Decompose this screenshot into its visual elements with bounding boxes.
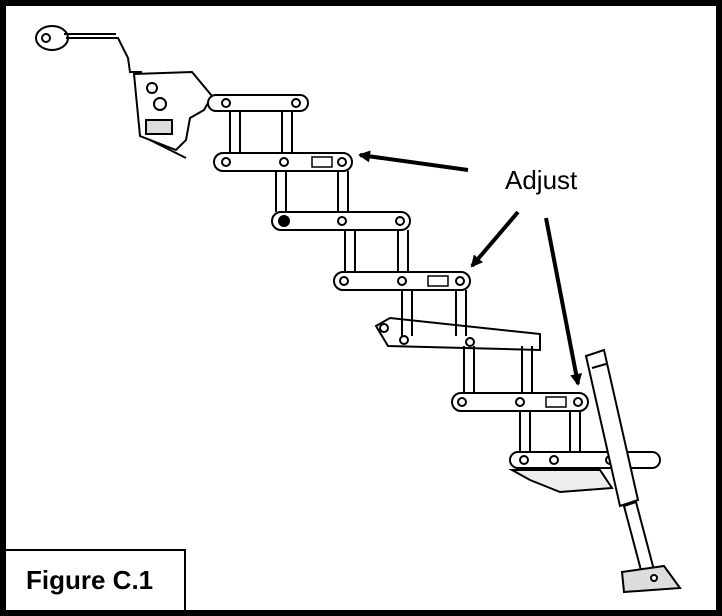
- pivot-pins: [221, 98, 615, 465]
- support-leg: [584, 348, 682, 594]
- figure-caption: Figure C.1: [26, 565, 154, 595]
- adjust-label: Adjust: [505, 165, 578, 195]
- adjust-arrow-1: [358, 150, 469, 172]
- adjust-arrow-3: [544, 217, 582, 386]
- top-hanger: [35, 25, 142, 73]
- figure-caption-box: Figure C.1: [6, 549, 186, 610]
- mounting-bracket: [132, 70, 214, 159]
- adjust-arrow-2: [470, 210, 520, 268]
- adjust-arrows: [358, 150, 582, 386]
- adjustment-plates: [311, 156, 567, 408]
- scissor-links: [207, 94, 661, 494]
